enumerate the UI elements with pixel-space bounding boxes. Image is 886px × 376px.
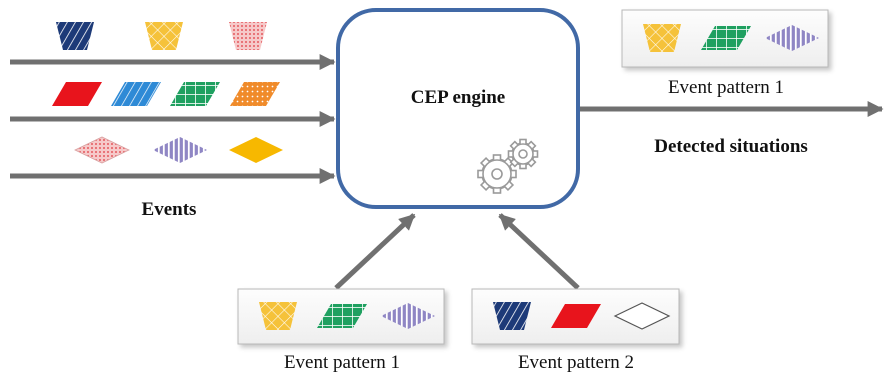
pattern-1-up-arrow bbox=[334, 213, 416, 290]
event-yellow-trapezoid bbox=[145, 22, 183, 50]
event-red-parallelogram bbox=[52, 82, 102, 106]
event-blue-parallelogram bbox=[111, 82, 161, 106]
pattern-2-label: Event pattern 2 bbox=[518, 352, 634, 373]
event-orange-parallelogram bbox=[230, 82, 280, 106]
event-gold-diamond bbox=[229, 137, 283, 163]
pattern-1-label: Event pattern 1 bbox=[284, 352, 400, 373]
event-green-parallelogram bbox=[170, 82, 220, 106]
event-pink-diamond bbox=[74, 136, 130, 164]
cep-engine-box bbox=[336, 8, 580, 209]
pattern-2-up-arrow bbox=[498, 213, 580, 290]
engine-label: CEP engine bbox=[411, 87, 505, 108]
output-label: Detected situations bbox=[654, 136, 808, 157]
event-purple-diamond bbox=[153, 137, 207, 163]
events-label: Events bbox=[142, 199, 197, 220]
gears-icon bbox=[477, 138, 539, 194]
output-pattern-label: Event pattern 1 bbox=[668, 77, 784, 98]
event-navy-trapezoid bbox=[56, 22, 94, 50]
event-pink-trapezoid bbox=[229, 22, 267, 50]
